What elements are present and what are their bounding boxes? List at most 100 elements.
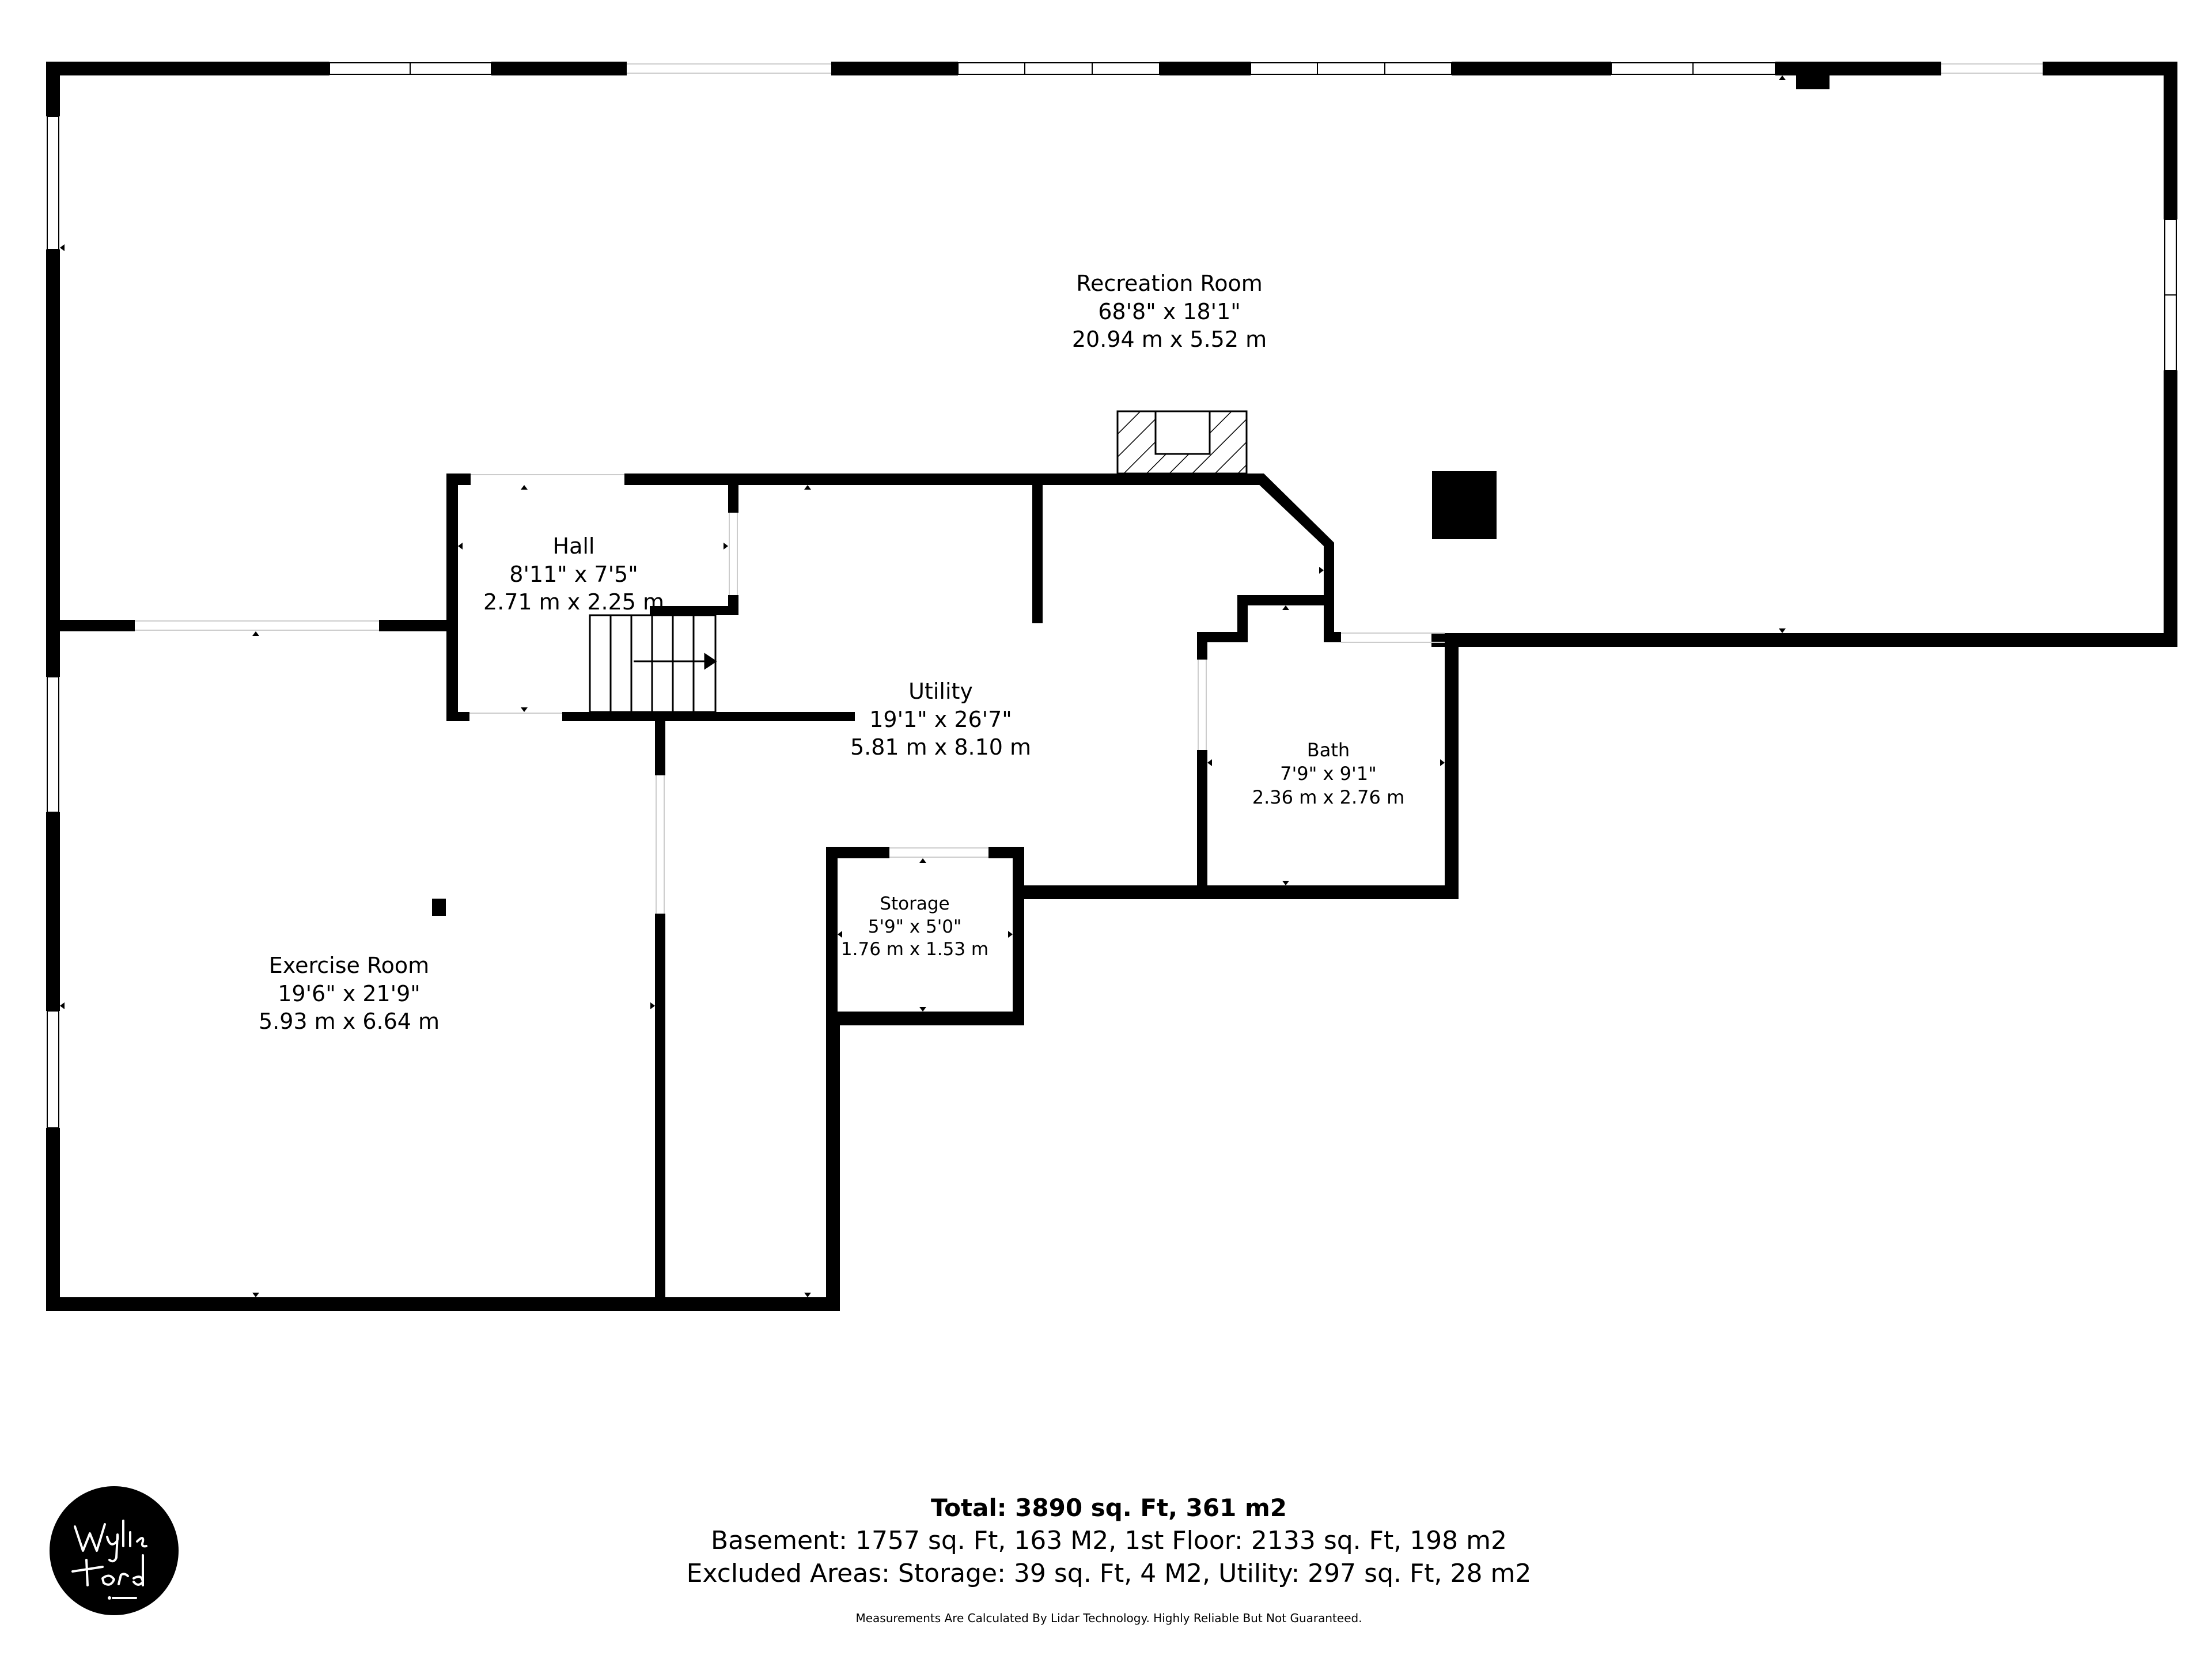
window-top-1 bbox=[329, 62, 411, 75]
wall-left-1 bbox=[46, 62, 60, 116]
wall-right-2 bbox=[2164, 370, 2177, 647]
disclaimer: Measurements Are Calculated By Lidar Tec… bbox=[855, 1611, 1362, 1625]
wall-storage-right bbox=[1013, 847, 1024, 1025]
wall-top-1 bbox=[46, 62, 329, 75]
marker-bath-left bbox=[1207, 759, 1212, 766]
window-top-7 bbox=[1317, 62, 1385, 75]
wall-exercise-right-2 bbox=[655, 914, 665, 1311]
hall-name: Hall bbox=[552, 533, 595, 559]
marker-storage-top bbox=[919, 858, 926, 863]
fireplace bbox=[1116, 410, 1248, 475]
marker-exercise-left bbox=[60, 1002, 65, 1009]
wall-notch bbox=[1796, 75, 1830, 89]
window-top-4 bbox=[1024, 62, 1093, 75]
wall-bath-step-2 bbox=[1237, 595, 1248, 641]
total-area: Total: 3890 sq. Ft, 361 m2 bbox=[931, 1494, 1287, 1522]
hall-metric: 2.71 m x 2.25 m bbox=[483, 589, 665, 615]
wall-top-6 bbox=[1775, 62, 1941, 75]
wall-bath-left-2 bbox=[1197, 750, 1207, 893]
window-left-3 bbox=[47, 1010, 59, 1128]
wall-bath-bottom bbox=[1016, 885, 1459, 899]
marker-hall-bottom bbox=[521, 707, 528, 712]
window-right-1 bbox=[2164, 219, 2177, 296]
storage-label: Storage 5'9" x 5'0" 1.76 m x 1.53 m bbox=[841, 893, 988, 961]
recreation-room-name: Recreation Room bbox=[1076, 271, 1263, 296]
wall-top-3 bbox=[831, 62, 958, 75]
wylie-ford-logo-icon bbox=[50, 1486, 179, 1615]
wall-hall-top-right bbox=[624, 474, 1264, 485]
marker-exercise-top bbox=[252, 631, 259, 636]
marker-utility-top bbox=[804, 485, 811, 490]
wall-left-4 bbox=[46, 1128, 60, 1311]
window-top-8 bbox=[1384, 62, 1452, 75]
wall-right-1 bbox=[2164, 62, 2177, 219]
wall-storage-left-ext bbox=[826, 1020, 840, 1311]
wall-rec-bottom bbox=[1431, 633, 2177, 647]
stair-arrow-head bbox=[704, 653, 717, 670]
dimension-markers bbox=[60, 75, 1786, 1297]
utility-metric: 5.81 m x 8.10 m bbox=[850, 734, 1032, 760]
wall-left-3 bbox=[46, 812, 60, 1011]
wall-top-5 bbox=[1452, 62, 1611, 75]
wall-hall-bottom-2 bbox=[562, 712, 855, 721]
marker-bath-right bbox=[1440, 759, 1445, 766]
marker-storage-bottom bbox=[919, 1007, 926, 1012]
marker-exercise-bottom bbox=[252, 1293, 259, 1297]
bath-metric: 2.36 m x 2.76 m bbox=[1252, 786, 1405, 808]
wall-bath-top-right bbox=[1324, 632, 1341, 642]
wall-left-2 bbox=[46, 249, 60, 677]
bath-imperial: 7'9" x 9'1" bbox=[1280, 762, 1377, 785]
wall-top-4 bbox=[1160, 62, 1251, 75]
exercise-room-metric: 5.93 m x 6.64 m bbox=[258, 1009, 440, 1035]
utility-name: Utility bbox=[908, 679, 973, 704]
bath-label: Bath 7'9" x 9'1" 2.36 m x 2.76 m bbox=[1252, 738, 1404, 809]
storage-metric: 1.76 m x 1.53 m bbox=[840, 939, 989, 960]
exercise-room-imperial: 19'6" x 21'9" bbox=[278, 980, 421, 1006]
wall-bottom bbox=[46, 1297, 840, 1311]
window-top-5 bbox=[1092, 62, 1160, 75]
wall-storage-top-1 bbox=[826, 847, 889, 858]
windows bbox=[47, 62, 2177, 1128]
window-top-6 bbox=[1250, 62, 1318, 75]
wall-diagonal bbox=[1255, 474, 1334, 551]
window-left-2 bbox=[47, 676, 59, 813]
window-top-10 bbox=[1692, 62, 1776, 75]
wall-hall-stair-top bbox=[650, 606, 738, 615]
window-top-9 bbox=[1611, 62, 1694, 75]
marker-rec-left bbox=[60, 244, 65, 251]
wall-bath-right bbox=[1445, 633, 1459, 899]
marker-rec-top bbox=[1779, 75, 1786, 80]
excluded-areas: Excluded Areas: Storage: 39 sq. Ft, 4 M2… bbox=[686, 1558, 1532, 1588]
wall-bath-step-3 bbox=[1197, 632, 1248, 642]
window-top-3 bbox=[957, 62, 1025, 75]
wall-exercise-top-1 bbox=[46, 620, 135, 631]
wall-bath-step-1 bbox=[1237, 595, 1333, 605]
marker-hall-right bbox=[724, 543, 728, 550]
marker-rec-bottom bbox=[1779, 628, 1786, 633]
fireplace-firebox bbox=[1154, 410, 1211, 455]
wall-hall-inner-1 bbox=[728, 485, 738, 513]
marker-rec-right bbox=[1319, 567, 1324, 574]
marker-storage-right bbox=[1008, 931, 1013, 938]
storage-imperial: 5'9" x 5'0" bbox=[868, 916, 962, 937]
recreation-room-imperial: 68'8" x 18'1" bbox=[1098, 298, 1241, 324]
wall-storage-left bbox=[826, 847, 838, 1025]
storage-name: Storage bbox=[880, 893, 950, 914]
wall-hall-bottom-1 bbox=[446, 712, 469, 721]
wall-hall-top-left bbox=[446, 474, 471, 485]
marker-utility-bottom bbox=[804, 1293, 811, 1297]
recreation-room-metric: 20.94 m x 5.52 m bbox=[1071, 327, 1267, 353]
wall-bath-right-top bbox=[1324, 543, 1334, 642]
marker-bath-bottom bbox=[1282, 881, 1289, 885]
column-large bbox=[1432, 471, 1497, 539]
wall-top-2 bbox=[491, 62, 627, 75]
wall-top-7 bbox=[2043, 62, 2177, 75]
window-top-2 bbox=[410, 62, 492, 75]
wall-exercise-top-2 bbox=[379, 620, 449, 631]
recreation-room-label: Recreation Room 68'8" x 18'1" 20.94 m x … bbox=[1072, 270, 1267, 354]
marker-storage-left bbox=[838, 931, 842, 938]
walls bbox=[46, 62, 2177, 1311]
utility-imperial: 19'1" x 26'7" bbox=[869, 706, 1012, 732]
openings bbox=[135, 63, 2043, 914]
